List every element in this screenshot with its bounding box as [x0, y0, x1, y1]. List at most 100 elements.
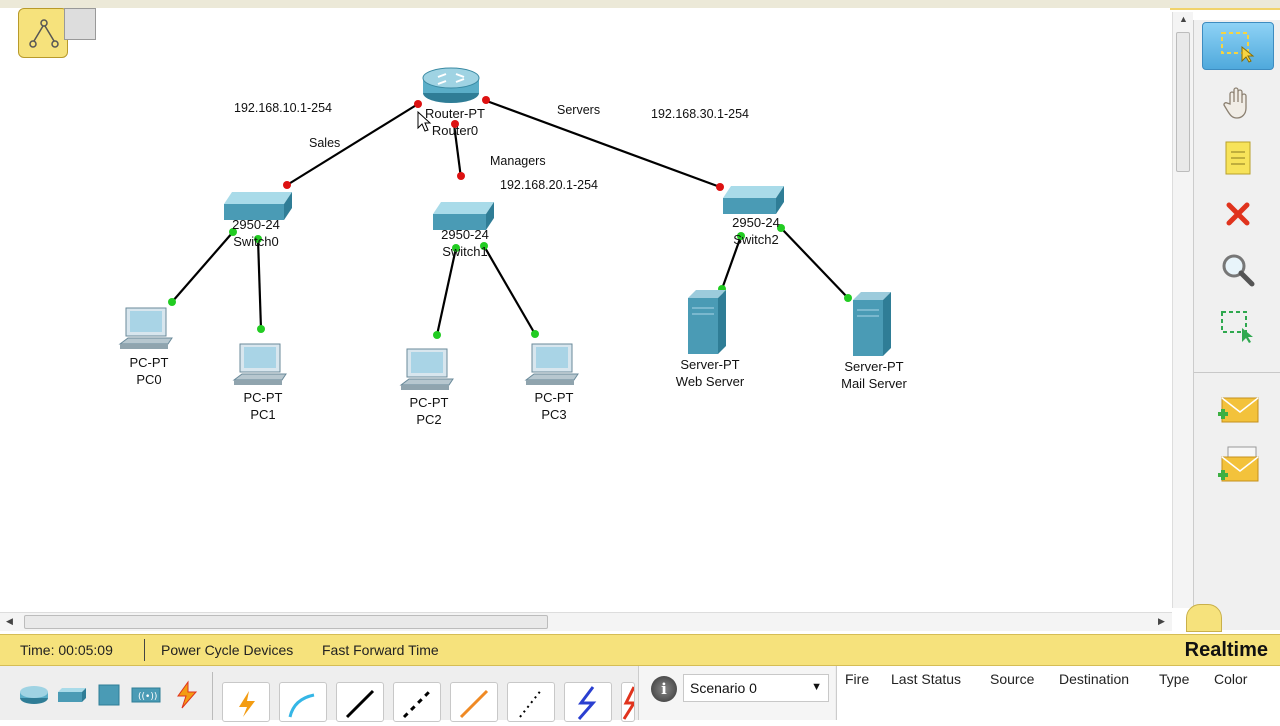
- link-switch0-pc1: [256, 238, 263, 330]
- col-fire[interactable]: Fire: [845, 671, 870, 687]
- pc3-label[interactable]: PC-PT PC3: [535, 389, 574, 423]
- pc-icon: [232, 343, 287, 385]
- logical-view-button[interactable]: [18, 8, 68, 58]
- topology-icon: [29, 19, 59, 48]
- pc3-type: PC-PT: [534, 390, 574, 405]
- info-icon[interactable]: i: [651, 676, 677, 702]
- link-router-switch0: [286, 103, 419, 186]
- time-display: Time: 00:05:09: [20, 642, 113, 658]
- serial-dce-button[interactable]: [564, 682, 612, 722]
- note-servers[interactable]: Servers: [557, 103, 601, 117]
- serial-dte-button[interactable]: [621, 682, 637, 722]
- light-up: [257, 325, 265, 333]
- link-switch1-pc3: [483, 245, 536, 335]
- auto-connection-button[interactable]: [222, 682, 270, 722]
- switch2-type: 2950-24: [732, 215, 780, 230]
- pc2-label[interactable]: PC-PT PC2: [410, 394, 449, 428]
- console-cable-icon: [288, 693, 315, 718]
- fast-forward-button[interactable]: Fast Forward Time: [322, 642, 439, 658]
- delete-button[interactable]: [1202, 190, 1274, 238]
- note-icon: [1225, 141, 1251, 175]
- note-managers-range[interactable]: 192.168.20.1-254: [500, 178, 599, 192]
- mail-server-label[interactable]: Server-PT Mail Server: [841, 358, 907, 392]
- col-destination[interactable]: Destination: [1059, 671, 1130, 687]
- light-up: [844, 294, 852, 302]
- scroll-left-icon[interactable]: ◀: [6, 616, 13, 626]
- router-icon: [422, 67, 480, 103]
- mouse-cursor-icon: [417, 110, 432, 132]
- connection-types: [222, 668, 637, 722]
- cluster-icon[interactable]: [64, 8, 96, 40]
- router0-name: Router0: [431, 123, 479, 138]
- col-color[interactable]: Color: [1214, 671, 1248, 687]
- realtime-mode-label[interactable]: Realtime: [1184, 639, 1268, 661]
- switch0-label[interactable]: 2950-24 Switch0: [232, 216, 280, 250]
- vertical-scrollbar[interactable]: ▲: [1172, 12, 1193, 608]
- place-note-button[interactable]: [1202, 134, 1274, 182]
- phone-cable-button[interactable]: [507, 682, 555, 722]
- hub-category-icon[interactable]: [96, 682, 122, 708]
- switch1-label[interactable]: 2950-24 Switch1: [441, 226, 489, 260]
- bottom-panel: ((•)) i Scenar: [0, 666, 1280, 722]
- fiber-cable-button[interactable]: [450, 682, 498, 722]
- vertical-scroll-thumb[interactable]: [1176, 32, 1190, 172]
- server-icon: [853, 292, 891, 356]
- pdu-list-table: Fire Last Status Source Destination Type…: [836, 666, 1280, 720]
- col-type[interactable]: Type: [1159, 671, 1190, 687]
- light-up: [737, 232, 745, 240]
- horizontal-scrollbar[interactable]: ◀ ▶: [0, 612, 1172, 631]
- router0-label[interactable]: Router-PT Router0: [425, 105, 485, 139]
- move-layout-button[interactable]: [1202, 78, 1274, 126]
- power-cycle-button[interactable]: Power Cycle Devices: [161, 642, 294, 658]
- horizontal-scroll-thumb[interactable]: [24, 615, 548, 629]
- complex-pdu-icon: [1218, 446, 1259, 482]
- note-sales-range[interactable]: 192.168.10.1-254: [234, 101, 333, 115]
- svg-text:((•)): ((•)): [138, 692, 157, 702]
- links: [171, 98, 849, 336]
- select-tool-button[interactable]: [1202, 22, 1274, 70]
- pc-icon: [524, 343, 579, 385]
- light-down: [482, 96, 490, 104]
- inspect-button[interactable]: [1202, 246, 1274, 294]
- straight-cable-button[interactable]: [336, 682, 384, 722]
- col-last-status[interactable]: Last Status: [891, 671, 962, 687]
- pc0-label[interactable]: PC-PT PC0: [130, 354, 169, 388]
- scenario-dropdown[interactable]: Scenario 0 ▼: [683, 674, 829, 702]
- add-complex-pdu-button[interactable]: [1202, 442, 1274, 490]
- light-up: [168, 298, 176, 306]
- switch-category-icon[interactable]: [56, 686, 88, 706]
- pc3-name: PC3: [541, 407, 567, 422]
- connections-category-icon[interactable]: [170, 680, 202, 710]
- simple-pdu-icon: [1218, 397, 1259, 423]
- note-managers[interactable]: Managers: [490, 154, 546, 168]
- scenario-value: Scenario 0: [690, 680, 757, 696]
- pc0-type: PC-PT: [129, 355, 169, 370]
- pc1-name: PC1: [250, 407, 276, 422]
- realtime-clock-icon[interactable]: [1186, 604, 1222, 632]
- scroll-up-icon[interactable]: ▲: [1179, 14, 1188, 24]
- add-simple-pdu-button[interactable]: [1202, 386, 1274, 434]
- common-tools-bar: [1193, 20, 1280, 630]
- wireless-category-icon[interactable]: ((•)): [130, 684, 162, 706]
- crossover-cable-button[interactable]: [393, 682, 441, 722]
- col-source[interactable]: Source: [990, 671, 1035, 687]
- note-sales[interactable]: Sales: [309, 136, 341, 150]
- resize-icon: [1221, 311, 1253, 343]
- resize-shape-button[interactable]: [1202, 302, 1274, 350]
- web-server-label[interactable]: Server-PT Web Server: [676, 356, 744, 390]
- pc1-label[interactable]: PC-PT PC1: [244, 389, 283, 423]
- chevron-down-icon: ▼: [811, 681, 822, 693]
- switch2-label[interactable]: 2950-24 Switch2: [732, 214, 780, 248]
- server-icon: [688, 290, 726, 354]
- status-bar: Time: 00:05:09 Power Cycle Devices Fast …: [0, 634, 1280, 666]
- router-category-icon[interactable]: [18, 684, 50, 708]
- pc0-name: PC0: [136, 372, 162, 387]
- scroll-right-icon[interactable]: ▶: [1158, 616, 1165, 626]
- note-servers-range[interactable]: 192.168.30.1-254: [651, 107, 750, 121]
- serial-dte-icon: [622, 686, 637, 720]
- delete-x-icon: [1226, 202, 1250, 226]
- link-router-switch2: [483, 98, 721, 189]
- logical-workspace[interactable]: Router-PT Router0 2950-24 Switch0 2950-2…: [0, 8, 1170, 608]
- console-cable-button[interactable]: [279, 682, 327, 722]
- light-up: [433, 331, 441, 339]
